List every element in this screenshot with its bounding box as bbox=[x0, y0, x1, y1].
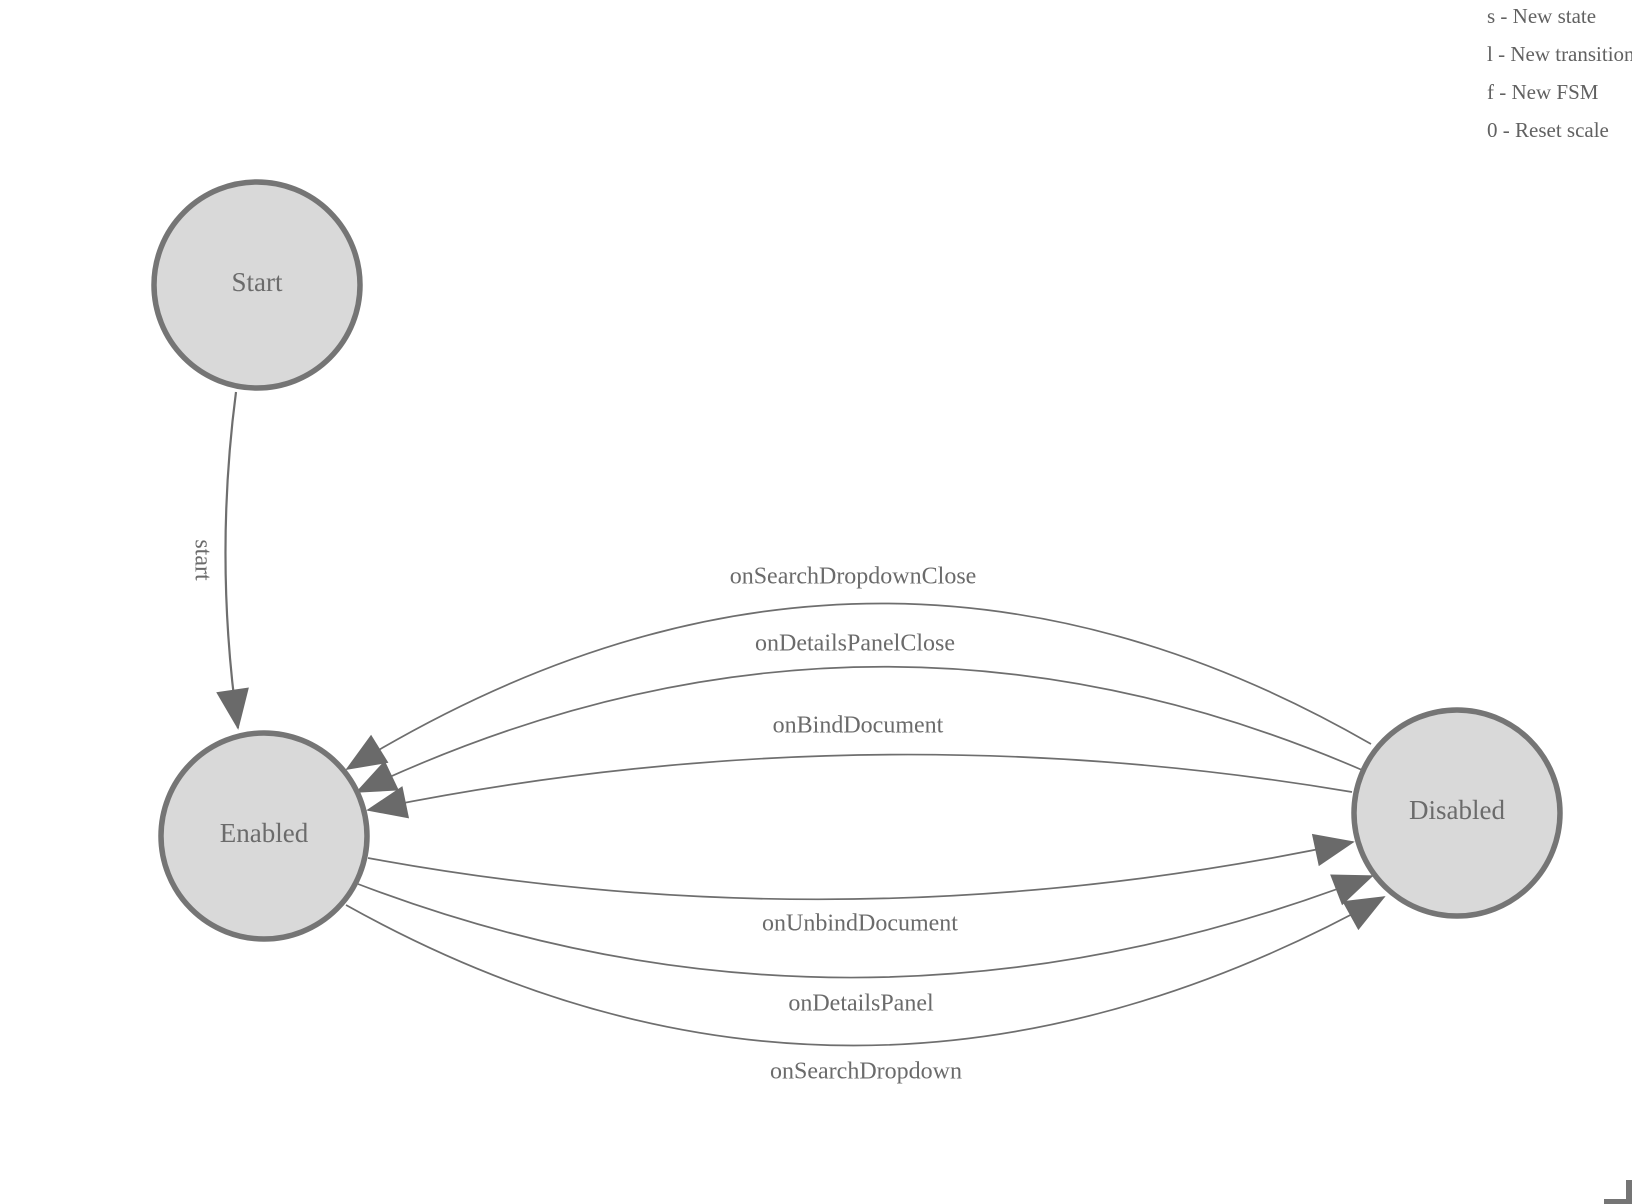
edge-label-onDetailsPanel: onDetailsPanel bbox=[788, 991, 934, 1017]
transition-edge-onSearchDropdown[interactable] bbox=[345, 896, 1386, 1047]
legend-item-new-fsm: f - New FSM bbox=[1487, 80, 1599, 104]
transition-edge-onUnbindDocument[interactable] bbox=[367, 833, 1355, 901]
clipped-shape-bar bbox=[1626, 1180, 1632, 1204]
transition-edge-onSearchDropdownClose[interactable] bbox=[345, 602, 1372, 770]
edge-label-start-to-enabled: start bbox=[189, 539, 215, 581]
edges-layer: start onSearchDropdownClose onDetailsPanel… bbox=[189, 391, 1386, 1085]
legend-item-reset-scale: 0 - Reset scale bbox=[1487, 118, 1609, 142]
state-node-disabled[interactable] bbox=[1351, 707, 1563, 919]
shortcuts-legend: s - New state l - New transition f - New… bbox=[1487, 0, 1632, 149]
transition-edge-onDetailsPanel[interactable] bbox=[357, 874, 1374, 979]
edge-label-onDetailsPanelClose: onDetailsPanelClose bbox=[755, 631, 955, 657]
legend-item-new-transition: l - New transition bbox=[1487, 42, 1632, 66]
state-node-enabled[interactable] bbox=[158, 730, 370, 942]
transition-edge-onDetailsPanelClose[interactable] bbox=[355, 665, 1363, 793]
transition-edge-start-to-enabled[interactable] bbox=[216, 391, 249, 730]
edge-label-onBindDocument: onBindDocument bbox=[773, 713, 944, 739]
offscreen-shape-fragment bbox=[1604, 1180, 1632, 1204]
legend-item-new-state: s - New state bbox=[1487, 4, 1597, 28]
clipped-shape-bar bbox=[1604, 1199, 1632, 1204]
state-node-start[interactable] bbox=[151, 179, 363, 391]
edge-label-onSearchDropdown: onSearchDropdown bbox=[770, 1059, 962, 1085]
edge-label-onUnbindDocument: onUnbindDocument bbox=[762, 911, 958, 937]
edge-label-onSearchDropdownClose: onSearchDropdownClose bbox=[730, 564, 977, 590]
transition-edge-onBindDocument[interactable] bbox=[366, 753, 1353, 819]
